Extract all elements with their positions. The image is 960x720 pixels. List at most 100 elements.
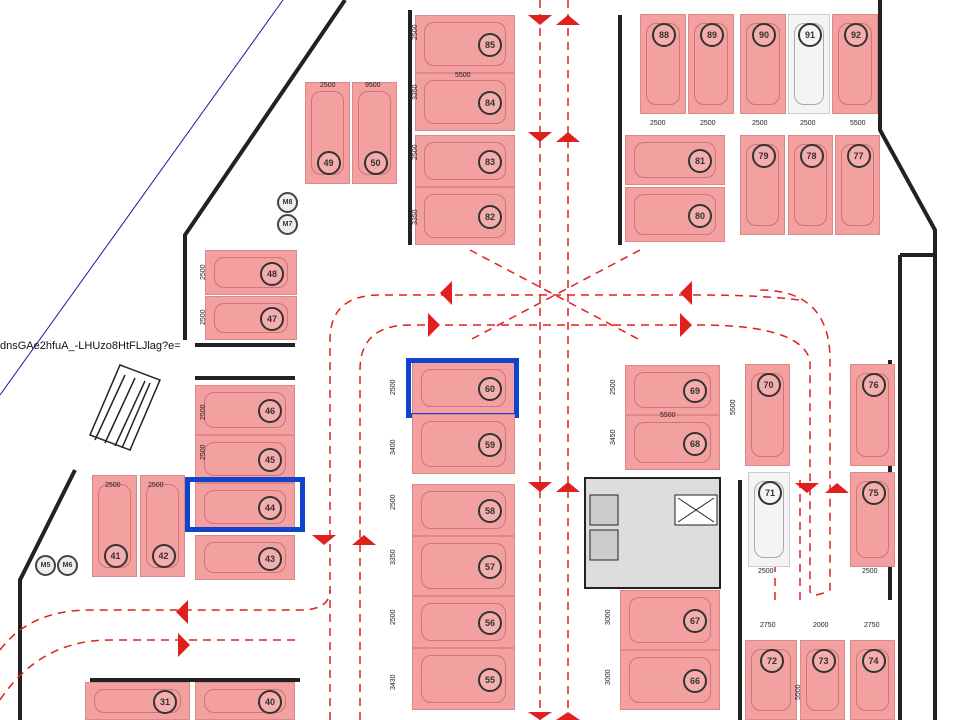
spot-number: 88 [652, 23, 676, 47]
motorcycle-spot[interactable]: M7 [277, 214, 298, 235]
spot-number: 76 [861, 373, 886, 397]
car-outline-icon [424, 194, 506, 238]
parking-spot-89[interactable]: 89 [688, 14, 734, 114]
parking-spot-50[interactable]: 50 [352, 82, 397, 184]
motorcycle-spot[interactable]: M6 [57, 555, 78, 576]
parking-spot-81[interactable]: 81 [625, 135, 725, 185]
car-outline-icon [421, 603, 506, 641]
parking-spot-92[interactable]: 92 [832, 14, 878, 114]
dimension-label: 2500 [200, 404, 207, 420]
parking-spot-55[interactable]: 55 [412, 648, 515, 710]
parking-spot-75[interactable]: 75 [850, 472, 895, 567]
parking-spot-88[interactable]: 88 [640, 14, 686, 114]
parking-spot-68[interactable]: 68 [625, 415, 720, 470]
spot-number: 82 [478, 205, 502, 229]
spot-number: 43 [258, 546, 282, 571]
dimension-label: 2500 [862, 568, 878, 575]
parking-spot-48[interactable]: 48 [205, 250, 297, 295]
parking-spot-60[interactable]: 60 [412, 362, 515, 414]
car-outline-icon [421, 655, 506, 703]
spot-number: 57 [478, 555, 502, 579]
car-outline-icon [204, 542, 286, 573]
parking-spot-83[interactable]: 83 [415, 135, 515, 187]
parking-spot-71[interactable]: 71 [748, 472, 790, 567]
parking-spot-78[interactable]: 78 [788, 135, 833, 235]
parking-spot-41[interactable]: 41 [92, 475, 137, 577]
spot-number: 75 [861, 481, 886, 505]
dimension-label: 3000 [605, 609, 612, 625]
parking-spot-40[interactable]: 40 [195, 682, 295, 720]
dimension-label: 5500 [795, 684, 802, 700]
parking-spot-42[interactable]: 42 [140, 475, 185, 577]
spot-number: 48 [260, 261, 284, 286]
parking-spot-72[interactable]: 72 [745, 640, 797, 720]
car-outline-icon [634, 194, 716, 235]
dimension-label: 5500 [660, 412, 676, 419]
car-outline-icon [424, 22, 506, 66]
parking-spot-90[interactable]: 90 [740, 14, 786, 114]
dimension-label: 2500 [650, 120, 666, 127]
direction-arrows [176, 15, 849, 720]
spot-number: 74 [861, 649, 886, 673]
selected-spot-highlight [185, 477, 305, 532]
spot-number: 56 [478, 611, 502, 635]
spot-number: 92 [844, 23, 868, 47]
spot-number: 44 [258, 496, 282, 520]
car-outline-icon [204, 442, 286, 476]
parking-spot-67[interactable]: 67 [620, 590, 720, 650]
car-outline-icon [629, 657, 711, 703]
spot-number: 72 [760, 649, 784, 673]
parking-spot-82[interactable]: 82 [415, 187, 515, 245]
parking-spot-85[interactable]: 85 [415, 15, 515, 73]
dimension-label: 2000 [813, 622, 829, 629]
parking-spot-74[interactable]: 74 [850, 640, 895, 720]
car-outline-icon [421, 491, 506, 529]
dimension-label: 3430 [390, 674, 397, 690]
dimension-label: 2500 [412, 24, 419, 40]
parking-spot-45[interactable]: 45 [195, 435, 295, 483]
parking-spot-73[interactable]: 73 [800, 640, 845, 720]
dimension-label: 2500 [390, 379, 397, 395]
car-outline-icon [421, 369, 506, 407]
car-outline-icon [421, 421, 506, 467]
building-core [584, 477, 721, 589]
parking-spot-79[interactable]: 79 [740, 135, 785, 235]
spot-number: 80 [688, 203, 712, 228]
dimension-label: 2500 [200, 309, 207, 325]
parking-spot-80[interactable]: 80 [625, 187, 725, 242]
dimension-label: 2500 [105, 482, 121, 489]
spot-number: 70 [756, 373, 781, 397]
car-outline-icon [204, 392, 286, 428]
parking-spot-31[interactable]: 31 [85, 682, 190, 720]
parking-spot-47[interactable]: 47 [205, 296, 297, 340]
spot-number: 41 [103, 544, 128, 568]
dimension-label: 9500 [365, 82, 381, 89]
parking-spot-76[interactable]: 76 [850, 364, 895, 466]
parking-spot-69[interactable]: 69 [625, 365, 720, 415]
parking-spot-58[interactable]: 58 [412, 484, 515, 536]
parking-spot-49[interactable]: 49 [305, 82, 350, 184]
spot-number: 31 [153, 690, 177, 714]
parking-spot-56[interactable]: 56 [412, 596, 515, 648]
spot-number: 85 [478, 33, 502, 57]
parking-spot-91[interactable]: 91 [788, 14, 830, 114]
spot-number: 59 [478, 433, 502, 457]
motorcycle-spot[interactable]: M5 [35, 555, 56, 576]
parking-spot-59[interactable]: 59 [412, 414, 515, 474]
spot-number: 49 [316, 151, 341, 175]
spot-number: 50 [363, 151, 388, 175]
parking-spot-84[interactable]: 84 [415, 73, 515, 131]
parking-spot-46[interactable]: 46 [195, 385, 295, 435]
spot-number: 47 [260, 307, 284, 331]
car-outline-icon [204, 490, 286, 524]
parking-spot-43[interactable]: 43 [195, 535, 295, 580]
dimension-label: 5500 [850, 120, 866, 127]
parking-spot-70[interactable]: 70 [745, 364, 790, 466]
parking-spot-77[interactable]: 77 [835, 135, 880, 235]
parking-spot-66[interactable]: 66 [620, 650, 720, 710]
dimension-label: 2500 [200, 264, 207, 280]
spot-number: 68 [683, 431, 707, 456]
spot-number: 89 [700, 23, 724, 47]
motorcycle-spot[interactable]: M8 [277, 192, 298, 213]
parking-spot-57[interactable]: 57 [412, 536, 515, 596]
